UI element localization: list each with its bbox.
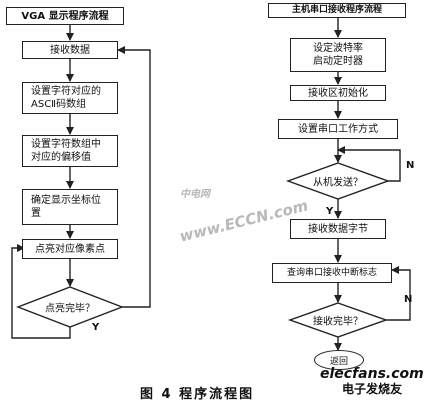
left-step-set-ascii-array: 设置字符对应的 ASCⅡ码数组	[22, 82, 118, 114]
left-step-display-coords: 确定显示坐标位 置	[22, 189, 118, 225]
right-step-poll-interrupt: 查询串口接收中断标志	[272, 263, 392, 283]
right-flow-title: 主机串口接收程序流程	[268, 3, 406, 18]
right-end-terminal: 返回	[314, 350, 364, 370]
right-decision1-yes-label: Y	[326, 206, 334, 217]
right-step-init-buffer: 接收区初始化	[290, 85, 386, 101]
right-decision2-no-label: N	[404, 294, 413, 305]
watermark-cn: 中电网	[180, 189, 210, 200]
left-decision-light-complete: 点亮完毕？	[45, 303, 95, 315]
right-decision-slave-send: 从机发送？	[313, 177, 363, 189]
right-decision-receive-complete: 接收完毕？	[313, 316, 363, 328]
left-step-light-pixel: 点亮对应像素点	[22, 239, 118, 259]
right-step-serial-mode: 设置串口工作方式	[278, 119, 398, 139]
logo-cn: 电子发烧友	[342, 382, 403, 396]
left-step-receive-data: 接收数据	[22, 41, 118, 59]
right-step-baud-timer: 设定波特率 启动定时器	[290, 38, 386, 72]
left-flow-title: VGA 显示程序流程	[6, 7, 124, 25]
left-decision-yes-label: Y	[92, 322, 100, 333]
left-step-set-offset: 设置字符数组中 对应的偏移值	[22, 135, 118, 167]
right-decision1-no-label: N	[406, 160, 415, 171]
logo-text: elecfans.com	[320, 366, 424, 382]
figure-caption: 图 4 程序流程图	[140, 387, 255, 402]
right-step-receive-byte: 接收数据字节	[290, 219, 386, 239]
